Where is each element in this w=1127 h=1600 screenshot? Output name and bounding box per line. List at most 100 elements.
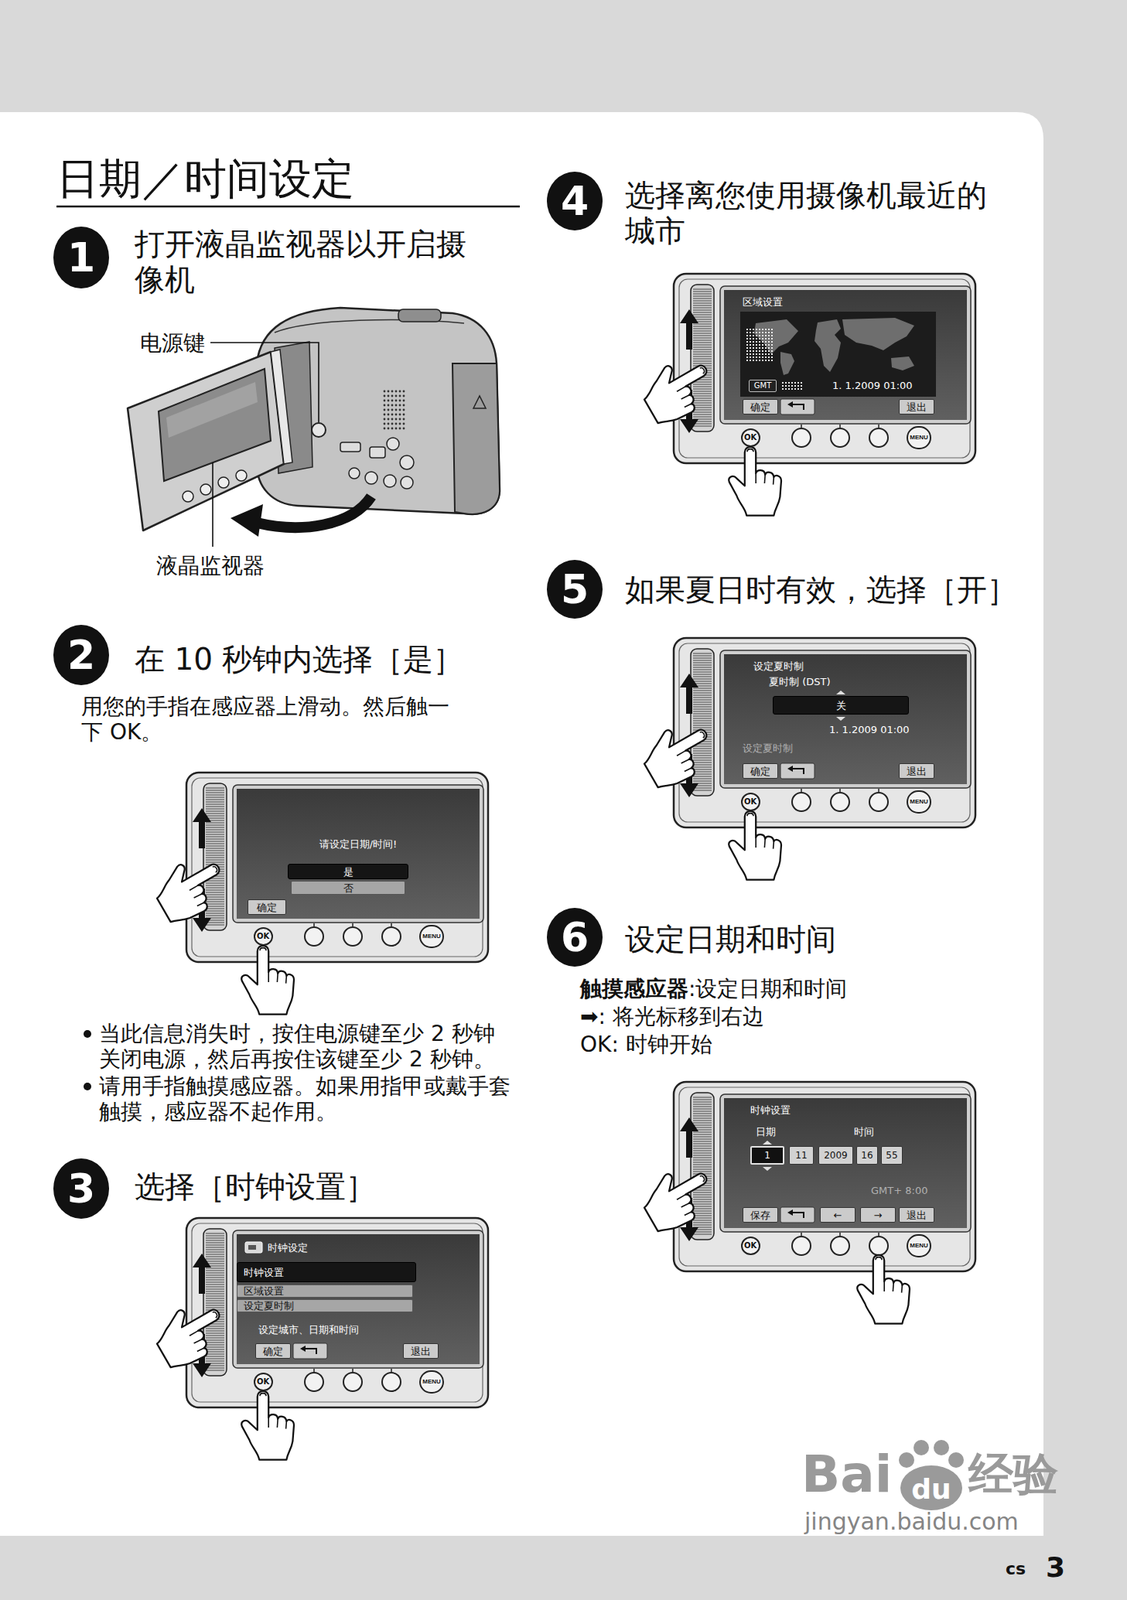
screen-button: 退出: [898, 399, 935, 415]
time-zone-dot: [758, 359, 761, 362]
speaker-hole: [399, 390, 402, 393]
time-zone-dot: [761, 359, 764, 362]
speaker-hole: [383, 427, 386, 431]
speaker-hole: [399, 427, 402, 431]
screen-button-label: 退出: [906, 402, 927, 413]
selected-menu-item-label: 关: [836, 700, 847, 711]
power-button: [311, 423, 326, 438]
speaker-hole: [399, 395, 402, 398]
speaker-hole: [391, 418, 394, 421]
world-map: [740, 311, 936, 397]
time-zone-dot: [771, 353, 773, 356]
screen: [724, 1098, 967, 1229]
hand-detail: [259, 948, 287, 984]
screen-button-label: 确定: [262, 1346, 284, 1357]
panel-button: [830, 428, 850, 448]
time-zone-dot: [771, 341, 773, 343]
menu-button: MENU: [419, 1370, 444, 1394]
screen-button: 确定: [742, 763, 779, 779]
speaker-hole: [399, 418, 402, 421]
value-field-label: 2009: [823, 1150, 848, 1161]
continent: [780, 351, 795, 376]
time-zone-dot: [764, 334, 767, 337]
speaker-hole: [391, 390, 394, 393]
speaker-hole: [402, 423, 406, 426]
camcorder: [127, 307, 500, 537]
time-zone-dot: [764, 331, 767, 334]
step-heading: 设定日期和时间: [624, 922, 837, 958]
lcd-panel: [148, 1218, 489, 1461]
speaker-hole: [383, 390, 386, 393]
back-button: [780, 1207, 815, 1223]
button-tick: [839, 1232, 841, 1237]
button-tick: [839, 788, 841, 793]
hand-detail: [671, 366, 716, 408]
scroll-up-arrow: [192, 808, 212, 849]
time-zone-dot: [761, 350, 764, 352]
control-key: [369, 447, 386, 458]
instruction-text: 用您的手指在感应器上滑动。然后触一 下 OK。: [81, 693, 461, 745]
monitor-button: [200, 484, 212, 496]
panel-inner-edge: [679, 1087, 970, 1267]
control-key: [340, 442, 361, 452]
zone-selector-dot: [788, 382, 790, 384]
hand-outline: [857, 1255, 910, 1325]
time-zone-dot: [768, 341, 770, 343]
zone-selector-dot: [782, 388, 784, 390]
control-key: [399, 455, 414, 470]
screen-button-label: →: [874, 1210, 883, 1221]
panel-button: [382, 927, 401, 946]
button-tick: [390, 923, 393, 927]
speaker-hole: [395, 418, 398, 421]
screen-button-label: 退出: [906, 1210, 927, 1221]
spin-triangle: [762, 1167, 772, 1172]
speaker-hole: [383, 413, 386, 417]
time-zone-dot: [746, 359, 748, 362]
leader-line: [211, 462, 214, 547]
time-zone-dot: [771, 334, 773, 337]
leader-line: [210, 342, 319, 423]
speaker-hole: [387, 404, 390, 407]
menu-icon: [245, 1242, 263, 1254]
back-arrow: [304, 1348, 317, 1355]
time-zone-dot: [758, 328, 761, 331]
ok-button-label: OK: [744, 798, 757, 806]
hand-detail: [184, 1311, 229, 1353]
time-zone-dot: [761, 328, 764, 331]
zone-selector-dot: [785, 382, 787, 384]
gmt-box: GMT: [748, 379, 777, 393]
button-tick: [877, 788, 880, 793]
hand: [635, 349, 722, 430]
time-zone-dot: [755, 338, 758, 340]
lcd-screen-label: 设定城市、日期和时间: [258, 1324, 359, 1337]
screen-button: 退出: [402, 1343, 439, 1360]
instruction-text: ➡: 将光标移到右边: [580, 1004, 765, 1030]
lcd-screen-label: 时间: [853, 1126, 875, 1139]
time-zone-dot: [758, 353, 761, 356]
time-zone-dot: [768, 328, 770, 331]
lcd-screen: 区域设置1. 1.2009 01:00GMT确定退出: [724, 290, 967, 421]
value-field: 2009: [818, 1146, 854, 1165]
monitor-button: [218, 477, 229, 489]
watermark-paw: du: [897, 1437, 966, 1512]
lcd-screen-label: 1. 1.2009 01:00: [832, 379, 913, 393]
time-zone-dot: [749, 328, 752, 331]
button-tick: [390, 1369, 393, 1373]
screen-frame: [232, 785, 484, 923]
time-zone-dot: [746, 344, 748, 346]
speaker-hole: [387, 418, 390, 421]
panel-button: [343, 927, 363, 946]
panel-button: [792, 1236, 811, 1256]
open-arrow: [256, 496, 372, 528]
speaker-hole: [387, 399, 390, 403]
zone-selector-dot: [788, 388, 790, 390]
spin-triangle: [836, 690, 846, 695]
speaker-hole: [395, 399, 398, 403]
title-rule: [56, 205, 520, 209]
speaker-hole: [399, 423, 402, 426]
screen: [724, 290, 967, 421]
step-number-label: 6: [560, 917, 589, 958]
time-zone-dot: [761, 338, 764, 340]
time-zone-dot: [758, 334, 761, 337]
